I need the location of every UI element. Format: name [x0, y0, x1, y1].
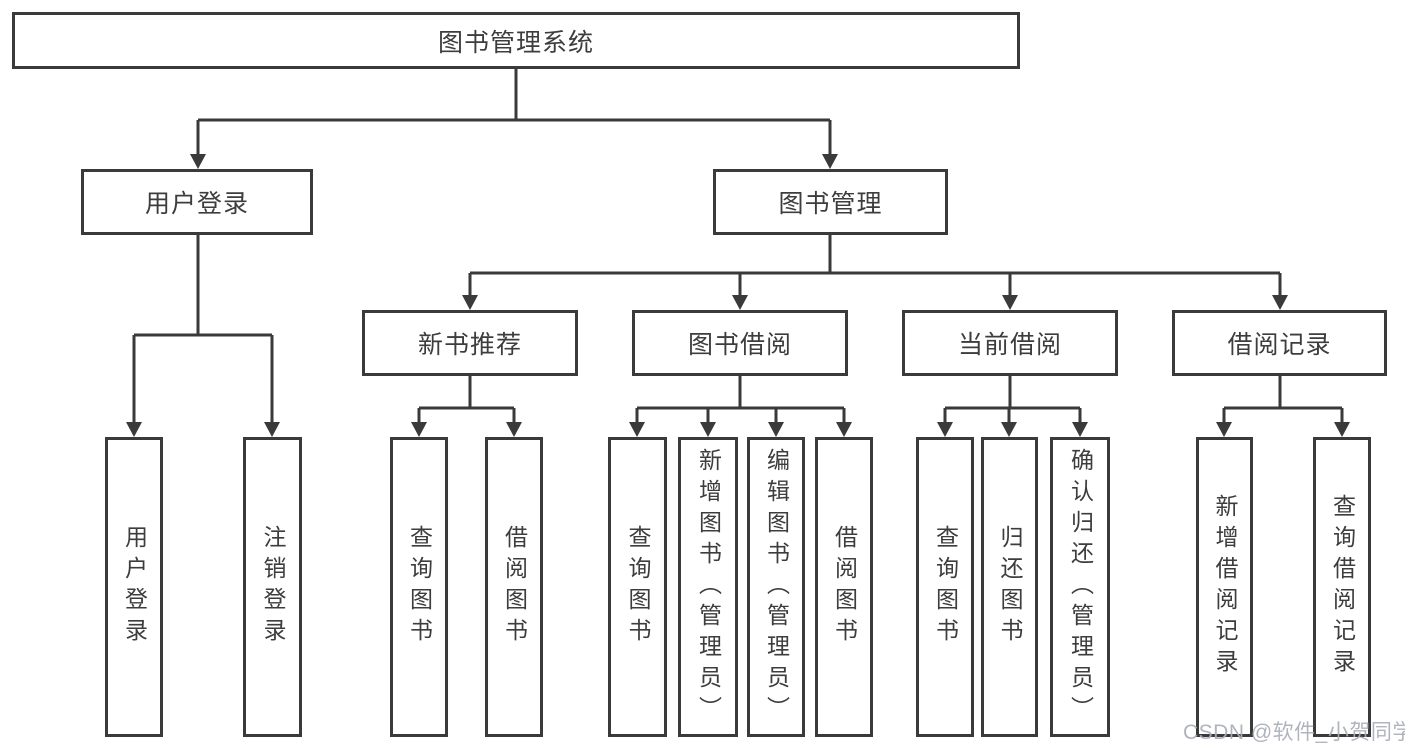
leaf-newbook-borrow-books: 借阅图书 — [485, 437, 543, 737]
node-borrow-records-label: 借阅记录 — [1227, 331, 1332, 359]
leaf-records-query-record-label: 查询借阅记录 — [1329, 494, 1356, 680]
leaf-borrowing-query-books: 查询图书 — [608, 437, 667, 737]
node-borrow-records: 借阅记录 — [1172, 310, 1387, 376]
leaf-current-return-books-label: 归还图书 — [997, 525, 1023, 649]
leaf-borrowing-borrow-books: 借阅图书 — [815, 437, 873, 737]
leaf-records-query-record: 查询借阅记录 — [1313, 437, 1371, 737]
leaf-newbook-query-books: 查询图书 — [390, 437, 448, 737]
node-book-borrowing: 图书借阅 — [632, 310, 848, 376]
leaf-borrowing-add-books-admin: 新增图书（管理员） — [678, 437, 738, 737]
node-current-borrowing-label: 当前借阅 — [957, 331, 1062, 359]
leaf-borrowing-add-books-admin-label: 新增图书（管理员） — [695, 447, 722, 727]
node-library-system-label: 图书管理系统 — [437, 28, 594, 57]
leaf-borrowing-edit-books-admin: 编辑图书（管理员） — [747, 437, 805, 737]
leaf-records-add-record-label: 新增借阅记录 — [1212, 494, 1238, 680]
node-user-login: 用户登录 — [81, 169, 313, 235]
leaf-newbook-query-books-label: 查询图书 — [406, 525, 433, 649]
node-library-system: 图书管理系统 — [12, 12, 1020, 69]
leaf-current-query-books: 查询图书 — [916, 437, 974, 737]
node-book-management-label: 图书管理 — [778, 190, 883, 218]
leaf-current-confirm-return-admin: 确认归还（管理员） — [1050, 437, 1110, 737]
node-user-login-label: 用户登录 — [144, 190, 249, 218]
leaf-logout: 注销登录 — [243, 437, 302, 737]
leaf-current-confirm-return-admin-label: 确认归还（管理员） — [1067, 447, 1094, 727]
leaf-logout-label: 注销登录 — [260, 525, 286, 649]
leaf-borrowing-edit-books-admin-label: 编辑图书（管理员） — [763, 447, 790, 727]
leaf-records-add-record: 新增借阅记录 — [1196, 437, 1253, 737]
leaf-current-return-books: 归还图书 — [981, 437, 1038, 737]
leaf-current-query-books-label: 查询图书 — [932, 525, 959, 649]
csdn-watermark: CSDN @软件_小贺同学 — [1183, 721, 1405, 744]
node-book-management: 图书管理 — [713, 169, 948, 235]
node-new-book-recommend-label: 新书推荐 — [417, 331, 522, 359]
leaf-newbook-borrow-books-label: 借阅图书 — [501, 525, 528, 649]
node-book-borrowing-label: 图书借阅 — [687, 331, 792, 359]
leaf-user-login: 用户登录 — [105, 437, 163, 737]
node-new-book-recommend: 新书推荐 — [362, 310, 578, 376]
leaf-user-login-label: 用户登录 — [121, 525, 148, 649]
leaf-borrowing-borrow-books-label: 借阅图书 — [831, 525, 858, 649]
node-current-borrowing: 当前借阅 — [902, 310, 1118, 376]
leaf-borrowing-query-books-label: 查询图书 — [625, 525, 651, 649]
